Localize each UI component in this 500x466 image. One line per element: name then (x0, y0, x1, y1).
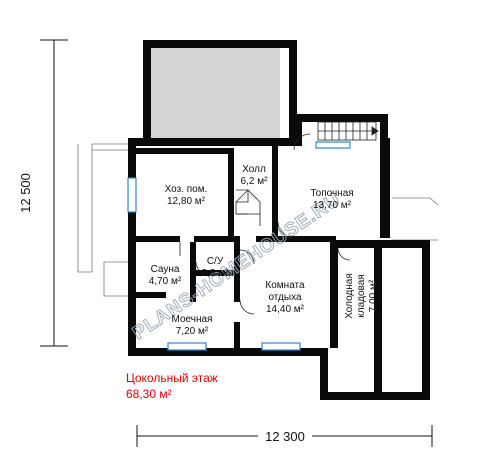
room-lounge: Комната отдыха 14,40 м² (265, 280, 305, 315)
room-wc-name: С/У (207, 256, 224, 267)
walls (128, 40, 430, 400)
width-label-bg (258, 430, 312, 444)
room-hall-name: Холл (242, 164, 266, 175)
room-boiler-area: 13,70 м² (313, 200, 352, 211)
room-lounge-name-2: отдыха (268, 292, 302, 303)
floor-title: Цокольный этаж (126, 371, 218, 385)
terrace-outline (77, 143, 128, 297)
room-wc: С/У 2,3 м² (202, 256, 230, 279)
room-cold-storage-name-2: кладовая (356, 274, 367, 317)
right-slope (392, 197, 439, 241)
room-utility-name: Хоз. пом. (165, 184, 208, 195)
stairs-hall (235, 189, 261, 226)
room-lounge-name-1: Комната (265, 280, 305, 291)
windows (127, 141, 351, 351)
room-hall: Холл 6,2 м² (241, 164, 269, 187)
room-cold-storage-name-1: Холодная (344, 273, 355, 319)
doors (179, 133, 351, 315)
room-wc-area: 2,3 м² (202, 268, 230, 279)
room-boiler: Топочная 13,70 м² (310, 188, 353, 211)
room-sauna: Сауна 4,70 м² (149, 264, 182, 287)
room-sauna-name: Сауна (151, 264, 180, 275)
floor-area: 68,30 м² (126, 387, 172, 401)
room-washroom-area: 7,20 м² (176, 326, 209, 337)
room-boiler-name: Топочная (310, 188, 353, 199)
width-dimension-label: 12 300 (265, 429, 305, 444)
room-utility-area: 12,80 м² (167, 196, 206, 207)
room-hall-area: 6,2 м² (241, 176, 269, 187)
room-washroom-name: Моечная (172, 314, 213, 325)
height-dimension (40, 39, 68, 347)
room-cold-storage: Холодная кладовая 7,00 м² (344, 273, 379, 319)
garage-area (150, 47, 280, 144)
room-cold-storage-area: 7,00 м² (368, 279, 379, 312)
height-dimension-label: 12 500 (18, 173, 33, 213)
room-sauna-area: 4,70 м² (149, 276, 182, 287)
room-utility: Хоз. пом. 12,80 м² (165, 184, 208, 207)
room-lounge-area: 14,40 м² (266, 304, 305, 315)
stairs-top (317, 121, 379, 141)
room-washroom: Моечная 7,20 м² (172, 314, 213, 337)
